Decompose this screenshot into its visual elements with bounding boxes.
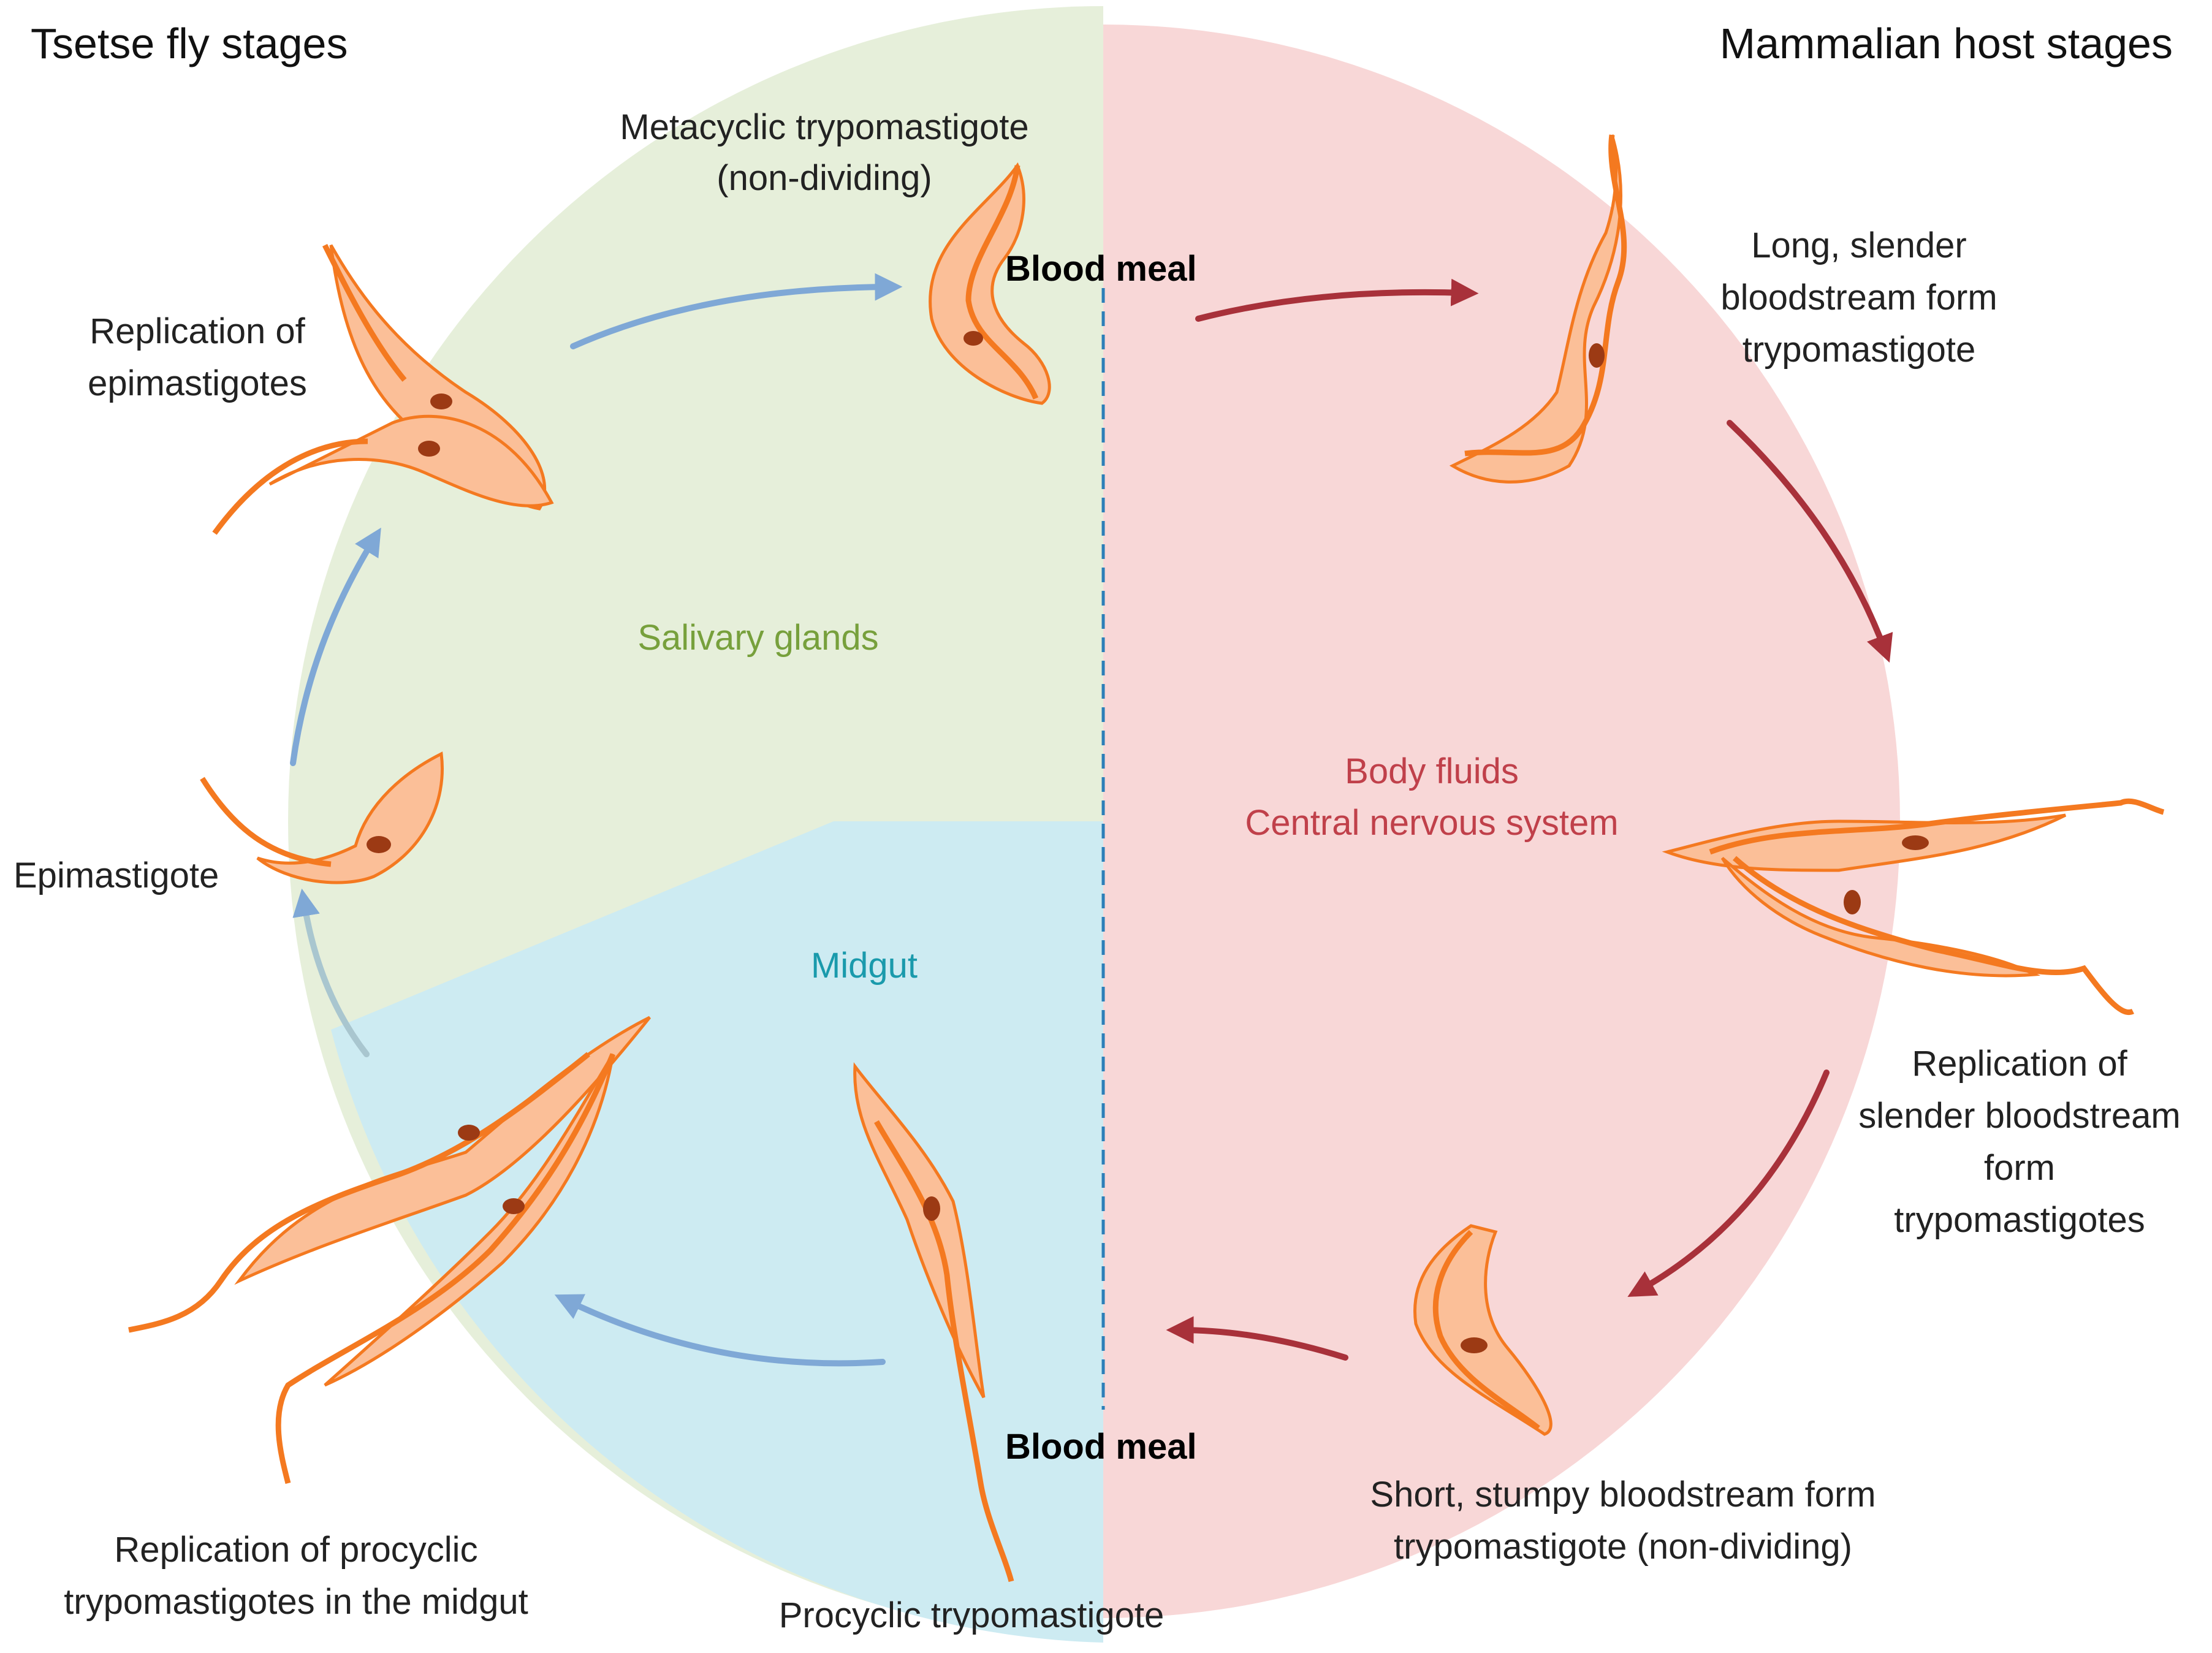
region-label-body-fluids: Body fluids: [1345, 751, 1519, 791]
procyclic-rep-body-2: [324, 1053, 615, 1387]
region-label-midgut: Midgut: [811, 946, 918, 986]
parasite-replicating-slender: [1662, 798, 2165, 1015]
parasite-epimastigote: [200, 751, 444, 884]
stage-label-metacyclic-line1: Metacyclic trypomastigote: [620, 107, 1028, 147]
stage-label-replication-slender-line4: trypomastigotes: [1894, 1200, 2145, 1240]
slender-rep-flagellum-2: [1733, 856, 2135, 1015]
stage-label-replication-procyclic: Replication of procyclic trypomastigotes…: [64, 1530, 528, 1622]
parasite-replicating-epimastigotes: [212, 243, 554, 535]
stage-label-epimastigote: Epimastigote: [13, 856, 219, 895]
stage-label-short-stumpy: Short, stumpy bloodstream form trypomast…: [1370, 1475, 1876, 1567]
slender-rep-nucleus-2: [1844, 890, 1861, 914]
slender-rep-body-1: [1662, 813, 2067, 872]
stage-label-replication-epimastigotes-line1: Replication of: [89, 311, 305, 351]
parasite-procyclic: [853, 1062, 1014, 1583]
slender-rep-flagellum-1: [1709, 798, 2165, 855]
epimastigote-body: [256, 751, 444, 884]
short-stumpy-flagellum: [1432, 1229, 1540, 1431]
parasite-metacyclic-flagellum: [965, 165, 1039, 400]
long-slender-flagellum: [1464, 134, 1627, 457]
stage-label-replication-slender: Replication of slender bloodstream form …: [1858, 1044, 2181, 1240]
epi-nucleus-2: [418, 441, 440, 457]
short-stumpy-nucleus: [1461, 1337, 1488, 1353]
stage-label-short-stumpy-line2: trypomastigote (non-dividing): [1394, 1527, 1852, 1567]
parasite-long-slender: [1449, 134, 1627, 484]
region-label-salivary-glands: Salivary glands: [637, 618, 878, 658]
stage-label-long-slender: Long, slender bloodstream form trypomast…: [1720, 226, 1997, 370]
arrow-to-replication-slender: [1727, 420, 1893, 663]
stage-label-long-slender-line1: Long, slender: [1751, 226, 1966, 265]
stage-label-replication-epimastigotes-line2: epimastigotes: [88, 363, 307, 403]
arrow-to-procyclic: [1166, 1316, 1348, 1361]
midgut-region-fill: [331, 821, 1103, 1643]
parasite-metacyclic-body: [929, 162, 1051, 405]
arrow-to-replication-procyclic: [554, 1294, 886, 1367]
blood-meal-label-bottom: Blood meal: [1005, 1427, 1197, 1467]
procyclic-flagellum: [874, 1120, 1014, 1583]
parasite-metacyclic-nucleus: [963, 331, 983, 346]
stage-label-long-slender-line2: bloodstream form: [1720, 278, 1997, 317]
stage-label-replication-slender-line1: Replication of: [1912, 1044, 2127, 1084]
stage-label-replication-slender-line2: slender bloodstream: [1858, 1096, 2181, 1136]
arrow-to-epimastigote: [292, 888, 370, 1057]
long-slender-nucleus: [1589, 343, 1605, 368]
stage-label-metacyclic: Metacyclic trypomastigote (non-dividing): [620, 107, 1028, 198]
arrow-to-long-slender: [1195, 278, 1479, 322]
epimastigote-flagellum: [200, 777, 332, 867]
host-cycle-arrows: [1166, 278, 1893, 1361]
procyclic-rep-flagellum-2: [275, 1053, 616, 1484]
procyclic-rep-nucleus-1: [458, 1125, 480, 1141]
arrow-to-metacyclic: [570, 273, 903, 349]
slender-rep-nucleus-1: [1902, 835, 1929, 850]
parasite-replicating-procyclic: [128, 1016, 651, 1484]
blood-meal-label-top: Blood meal: [1005, 249, 1197, 289]
arrow-to-replication-epimastigotes: [290, 527, 381, 766]
region-label-central-nervous-system: Central nervous system: [1245, 803, 1618, 843]
epi-body-2: [268, 414, 554, 507]
epi-flagellum-1: [322, 243, 407, 382]
epi-flagellum-2: [212, 438, 368, 535]
stage-label-replication-procyclic-line1: Replication of procyclic: [114, 1530, 477, 1570]
long-slender-body: [1449, 134, 1622, 484]
short-stumpy-body: [1413, 1224, 1553, 1436]
stage-label-replication-epimastigotes: Replication of epimastigotes: [88, 311, 307, 403]
procyclic-rep-nucleus-2: [503, 1198, 525, 1214]
header-mammalian-host-stages: Mammalian host stages: [1720, 20, 2173, 67]
stage-label-short-stumpy-line1: Short, stumpy bloodstream form: [1370, 1475, 1876, 1514]
fly-cycle-arrows: [290, 273, 903, 1367]
parasite-short-stumpy: [1413, 1224, 1553, 1436]
stage-label-long-slender-line3: trypomastigote: [1743, 330, 1975, 370]
parasite-metacyclic: [929, 162, 1051, 405]
header-tsetse-fly-stages: Tsetse fly stages: [31, 20, 348, 67]
stage-label-replication-slender-line3: form: [1984, 1148, 2055, 1188]
procyclic-rep-flagellum-1: [128, 1052, 590, 1333]
epimastigote-nucleus: [367, 836, 391, 853]
stage-label-metacyclic-line2: (non-dividing): [716, 158, 932, 198]
arrow-to-short-stumpy: [1627, 1070, 1830, 1298]
procyclic-nucleus: [923, 1196, 940, 1221]
epi-nucleus-1: [430, 393, 452, 409]
stage-label-replication-procyclic-line2: trypomastigotes in the midgut: [64, 1582, 528, 1622]
stage-label-procyclic: Procyclic trypomastigote: [779, 1595, 1165, 1635]
